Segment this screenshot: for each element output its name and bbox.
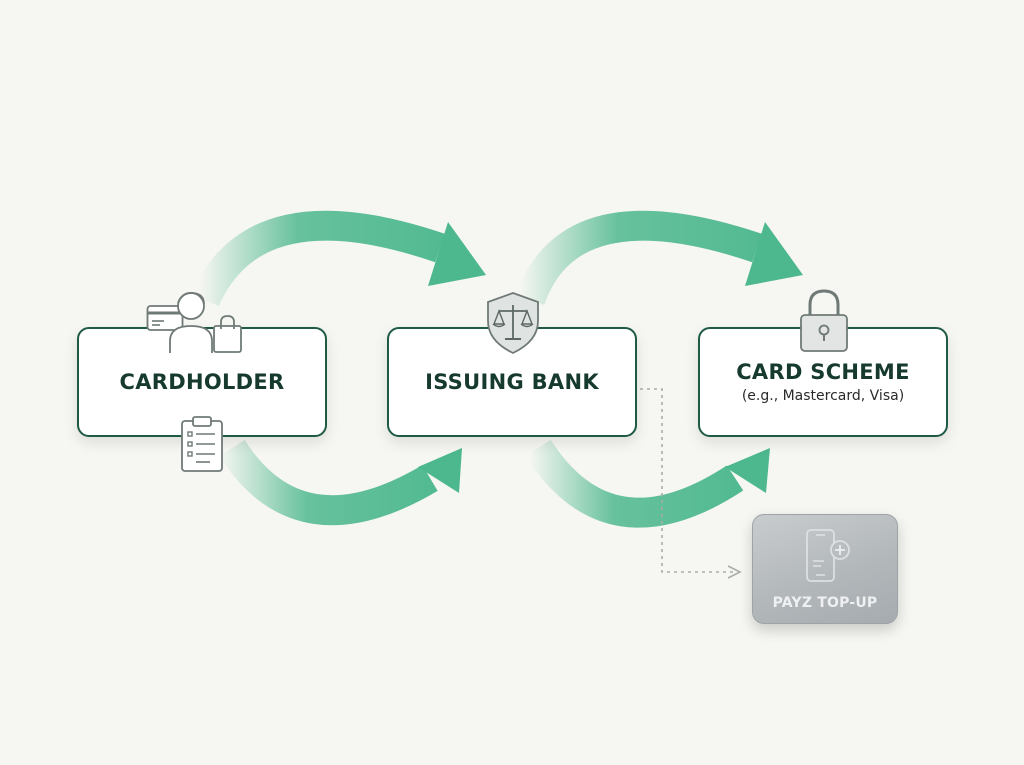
node-card-scheme-sublabel: (e.g., Mastercard, Visa)	[741, 388, 905, 404]
clipboard-icon	[181, 416, 223, 472]
mobile-plus-icon	[806, 529, 850, 582]
arrow-issuing-to-payz-dotted	[640, 388, 742, 579]
person-icon	[169, 292, 213, 353]
shopping-bag-icon	[213, 315, 242, 353]
arrow-issuing-to-scheme-top	[515, 210, 803, 306]
credit-card-icon	[146, 305, 184, 331]
node-issuing-bank-label: ISSUING BANK	[425, 370, 599, 394]
arrow-cardholder-to-issuing-bottom	[219, 439, 462, 526]
node-cardholder-label: CARDHOLDER	[119, 370, 285, 394]
node-payz-topup-label: PAYZ TOP-UP	[772, 595, 878, 611]
arrow-cardholder-to-issuing-top	[191, 210, 486, 307]
node-payz-topup: PAYZ TOP-UP	[752, 514, 898, 624]
padlock-icon	[800, 289, 848, 352]
node-card-scheme-label: CARD SCHEME	[736, 360, 910, 384]
shield-scales-icon	[487, 292, 539, 354]
node-card-scheme: CARD SCHEME (e.g., Mastercard, Visa)	[698, 327, 948, 437]
arrow-issuing-to-scheme-bottom	[525, 439, 770, 528]
